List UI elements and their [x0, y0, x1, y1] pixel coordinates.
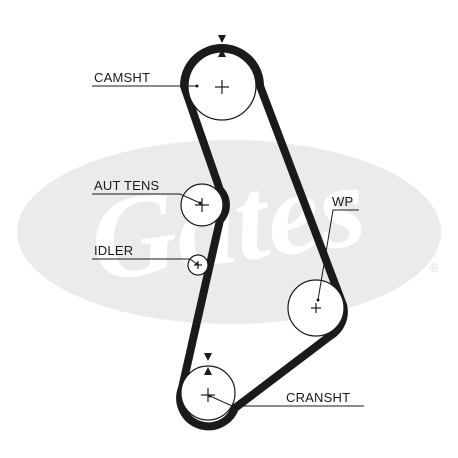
idler-leader-dot — [195, 262, 199, 266]
water-pump-leader — [317, 209, 359, 301]
tensioner-label: AUT TENS — [94, 178, 160, 193]
timing-belt — [176, 44, 348, 431]
idler-leader — [92, 258, 198, 265]
camshaft-timing-mark-bottom — [218, 49, 226, 57]
camshaft-leader-dot — [195, 84, 199, 88]
water-pump-leader-dot — [316, 298, 320, 302]
crankshaft-leader-dot — [208, 394, 212, 398]
crankshaft-pulley — [180, 353, 236, 421]
water-pump-pulley — [287, 279, 345, 337]
tensioner-leader-dot — [198, 201, 202, 205]
camshaft-label: CAMSHT — [94, 70, 150, 85]
crankshaft-leader — [209, 395, 364, 407]
crankshaft-timing-mark-bottom — [204, 367, 212, 375]
camshaft-pulley — [187, 35, 257, 121]
watermark-registered-mark: ® — [430, 261, 439, 275]
crankshaft-timing-mark-top — [204, 353, 212, 361]
crankshaft-label: CRANSHT — [286, 390, 350, 405]
watermark-logo: Gates ® — [17, 139, 441, 324]
water-pump-label: WP — [332, 194, 353, 209]
tensioner-leader — [92, 193, 201, 204]
tensioner-pulley — [180, 183, 224, 227]
camshaft-timing-mark-top — [218, 35, 226, 43]
idler-label: IDLER — [94, 243, 133, 258]
